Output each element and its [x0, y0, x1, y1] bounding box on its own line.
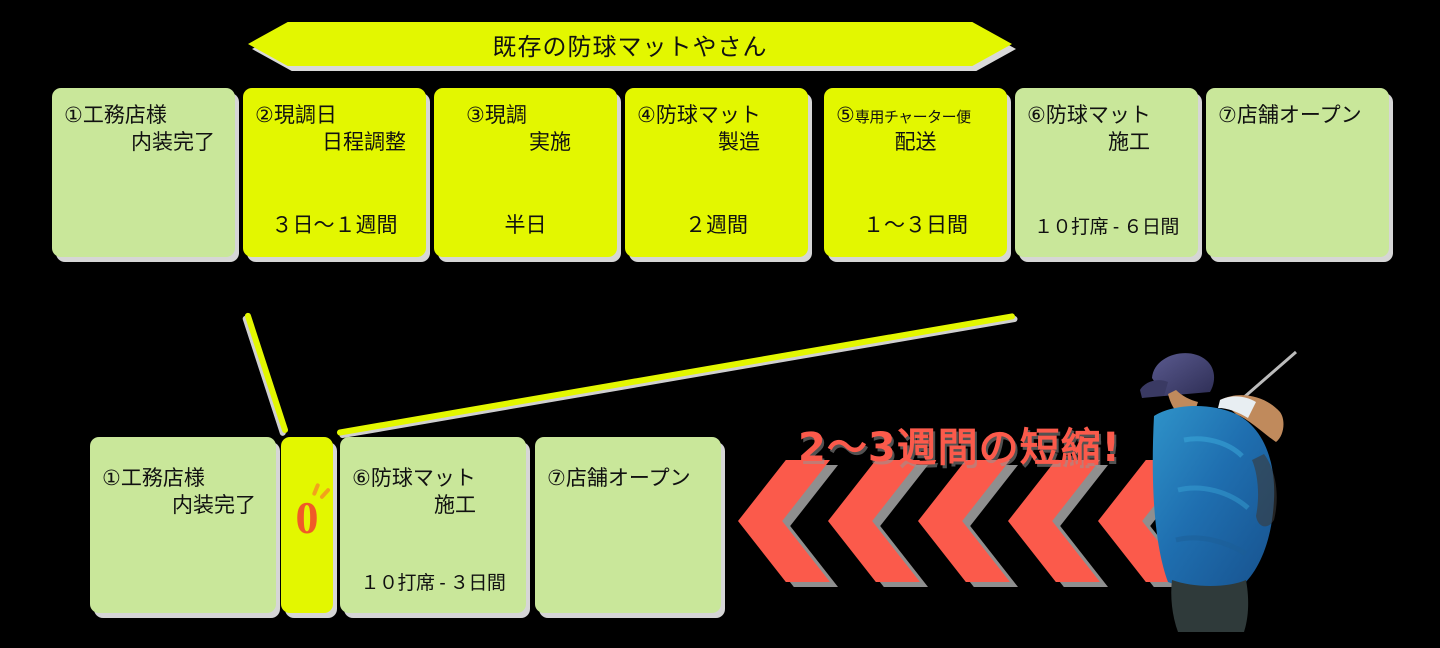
zero-value: 0	[295, 492, 319, 543]
bottom-step-1[interactable]: ①工務店様 内装完了	[90, 437, 276, 613]
top-step-4-duration: ２週間	[685, 214, 748, 237]
top-step-6-subtitle: 施工	[1108, 131, 1150, 155]
top-step-4-subtitle: 製造	[718, 131, 760, 155]
top-step-5-duration: １〜３日間	[863, 214, 968, 237]
golfer-image	[1124, 344, 1324, 634]
top-step-2-duration: ３日〜１週間	[271, 214, 398, 237]
banner: 既存の防球マットやさん	[248, 22, 1016, 71]
top-step-2-subtitle: 日程調整	[322, 131, 406, 155]
top-step-1-subtitle: 内装完了	[131, 131, 215, 155]
top-step-5[interactable]: ⑤専用チャーター便 配送 １〜３日間	[824, 88, 1007, 257]
bottom-step-7-number-title: ⑦店舗オープン	[547, 467, 691, 490]
top-step-3-duration: 半日	[504, 214, 547, 237]
top-step-4-number-title: ④防球マット	[637, 104, 761, 127]
top-step-6-number-title: ⑥防球マット	[1027, 104, 1151, 127]
top-step-3[interactable]: ③現調 実施 半日	[434, 88, 617, 257]
top-step-3-number-title: ③現調	[466, 104, 527, 127]
top-step-5-number-title: ⑤専用チャーター便	[836, 104, 971, 127]
savings-headline: 2〜3週間の短縮!	[798, 425, 1121, 471]
bottom-step-1-subtitle: 内装完了	[172, 494, 256, 518]
golfer-illustration-svg	[1140, 350, 1297, 632]
top-step-4[interactable]: ④防球マット 製造 ２週間	[625, 88, 808, 257]
connector-line-left	[244, 312, 289, 434]
top-step-1[interactable]: ①工務店様 内装完了	[52, 88, 235, 257]
bottom-step-6-subtitle: 施工	[434, 494, 476, 518]
top-step-2-number-title: ②現調日	[255, 104, 337, 127]
top-step-3-subtitle: 実施	[529, 131, 571, 155]
top-step-5-subtitle: 配送	[894, 131, 937, 155]
top-step-2[interactable]: ②現調日 日程調整 ３日〜１週間	[243, 88, 426, 257]
bottom-step-6-duration: １０打席 - ３日間	[360, 573, 506, 594]
banner-title: 既存の防球マットやさん	[492, 33, 768, 61]
top-step-1-number-title: ①工務店様	[64, 104, 167, 127]
bottom-step-6[interactable]: ⑥防球マット 施工 １０打席 - ３日間	[340, 437, 526, 613]
bottom-step-1-number-title: ①工務店様	[102, 467, 205, 490]
top-step-6-duration: １０打席 - ６日間	[1034, 217, 1179, 238]
bottom-step-7[interactable]: ⑦店舗オープン	[535, 437, 721, 613]
top-step-7-number-title: ⑦店舗オープン	[1218, 104, 1362, 127]
banner-shape: 既存の防球マットやさん	[248, 22, 1012, 66]
top-step-6[interactable]: ⑥防球マット 施工 １０打席 - ６日間	[1015, 88, 1198, 257]
bottom-step-6-number-title: ⑥防球マット	[352, 467, 476, 490]
zero-days-marker[interactable]: 0	[281, 437, 333, 613]
top-step-7[interactable]: ⑦店舗オープン	[1206, 88, 1389, 257]
